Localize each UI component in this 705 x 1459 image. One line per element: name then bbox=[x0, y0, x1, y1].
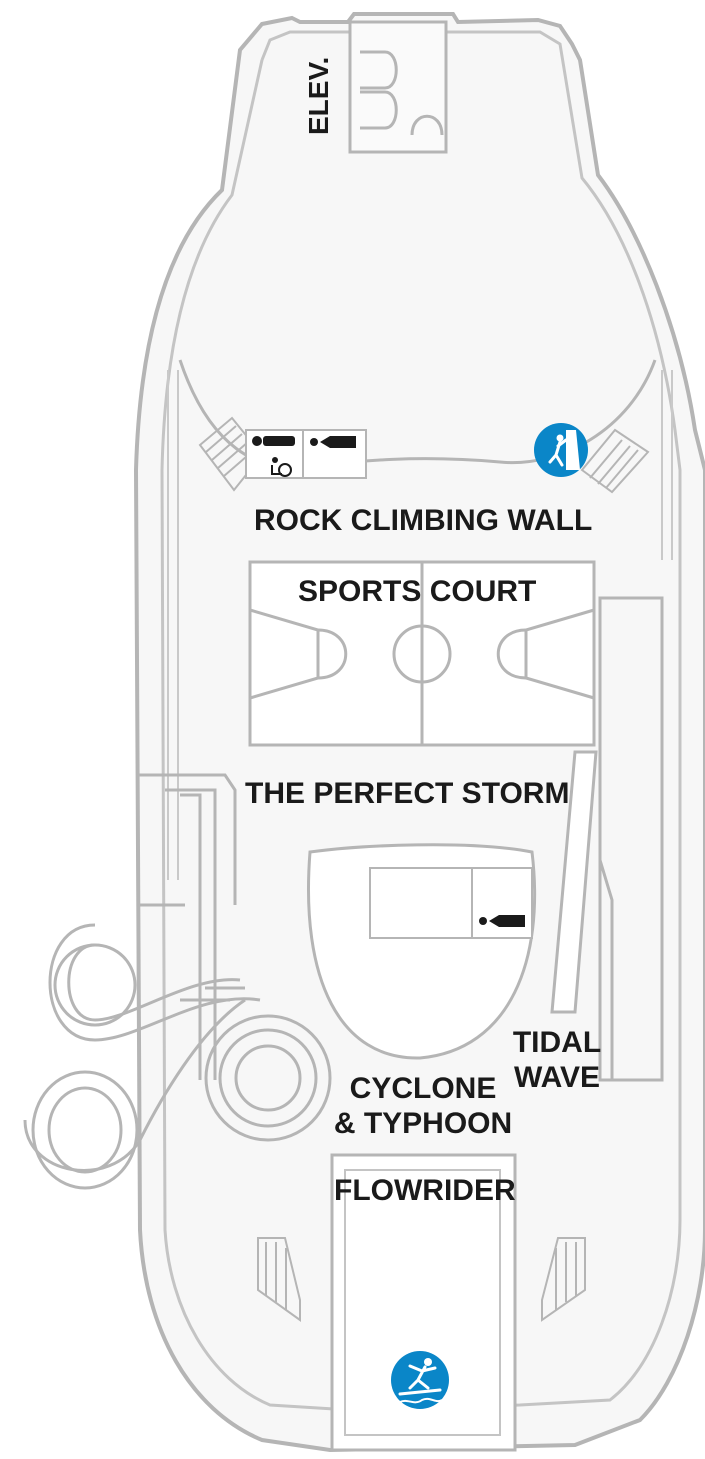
tidal-wave-slide bbox=[550, 750, 598, 1014]
sports-court-label: SPORTS COURT bbox=[298, 575, 537, 608]
elevator-label: ELEV. bbox=[303, 56, 334, 135]
pool-restroom-box bbox=[369, 867, 533, 939]
surfing-icon bbox=[391, 1351, 449, 1409]
side-railing-right bbox=[661, 370, 673, 560]
side-railing-left bbox=[167, 370, 179, 880]
tidal-wave-label-line2: WAVE bbox=[513, 1061, 601, 1094]
cyclone-label-line2: & TYPHOON bbox=[333, 1107, 513, 1140]
tidal-wave-label-line1: TIDAL bbox=[512, 1026, 602, 1059]
perfect-storm-label: THE PERFECT STORM bbox=[245, 777, 570, 810]
cyclone-label-line1: CYCLONE bbox=[349, 1072, 497, 1105]
rock-climbing-icon bbox=[534, 423, 588, 477]
restroom-icon bbox=[479, 915, 525, 927]
stair-grate-lower-left bbox=[257, 1237, 301, 1322]
cyclone-typhoon-slides bbox=[23, 923, 332, 1190]
stair-grate-right bbox=[580, 428, 650, 494]
restroom-accessible-icon bbox=[252, 436, 295, 477]
restroom-icon bbox=[310, 436, 356, 448]
ship-inner-outline bbox=[160, 30, 682, 1412]
stair-grate-lower-right bbox=[541, 1237, 586, 1322]
flowrider-label: FLOWRIDER bbox=[334, 1174, 516, 1207]
rock-climbing-wall-label: ROCK CLIMBING WALL bbox=[254, 504, 593, 537]
sports-court bbox=[248, 560, 596, 747]
